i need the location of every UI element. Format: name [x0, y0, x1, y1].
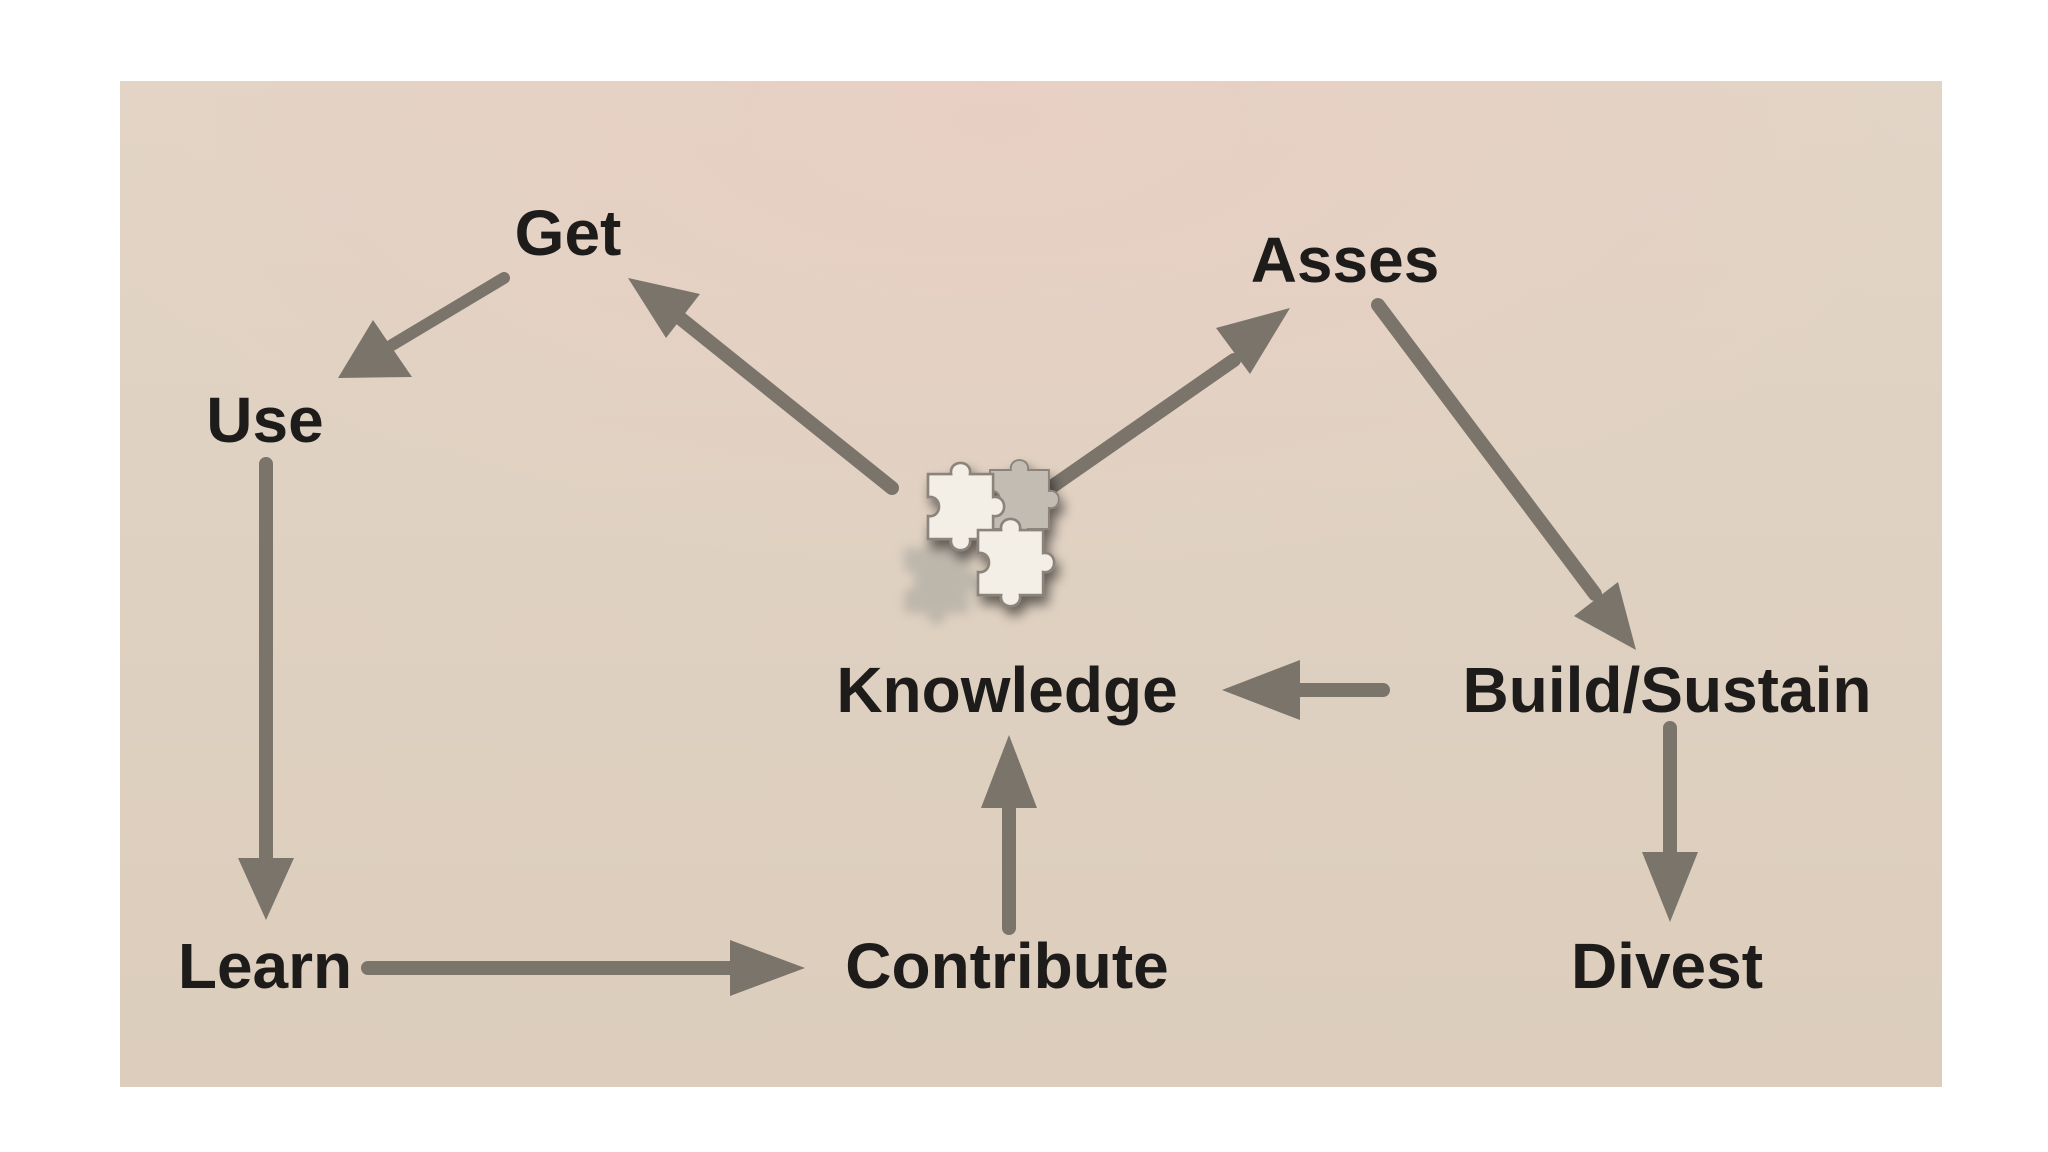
arrow-contribute-to-knowledge — [981, 735, 1037, 935]
arrow-asses-to-build-sustain — [1371, 298, 1636, 650]
arrow-use-to-learn — [238, 457, 294, 920]
puzzle-pieces-icon — [904, 459, 1060, 625]
node-get: Get — [515, 197, 622, 269]
arrow-get-to-use — [338, 272, 510, 378]
node-use: Use — [206, 384, 323, 456]
node-knowledge: Knowledge — [836, 654, 1177, 726]
node-asses: Asses — [1251, 224, 1440, 296]
node-contribute: Contribute — [845, 930, 1169, 1002]
node-build-sustain: Build/Sustain — [1463, 654, 1872, 726]
arrow-build-sustain-to-knowledge — [1222, 660, 1390, 720]
node-learn: Learn — [178, 930, 352, 1002]
arrow-learn-to-contribute — [361, 940, 805, 996]
node-divest: Divest — [1571, 930, 1763, 1002]
arrow-knowledge-to-asses — [1043, 308, 1290, 495]
arrow-knowledge-to-get — [628, 278, 899, 495]
arrow-build-sustain-to-divest — [1642, 721, 1698, 922]
